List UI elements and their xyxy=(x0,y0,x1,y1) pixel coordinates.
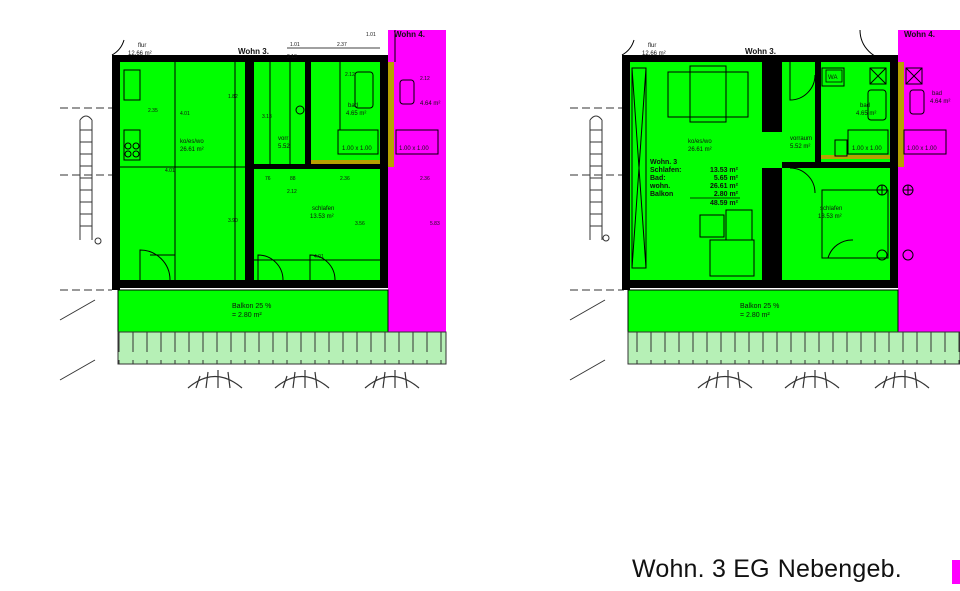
right-window-1-label: 1.00 x 1.00 xyxy=(852,146,882,152)
right-flur-area: 12.66 m² xyxy=(642,51,666,57)
right-flur-label: flur xyxy=(648,43,656,49)
right-window-2-label: 1.00 x 1.00 xyxy=(907,146,937,152)
left-flur-area: 12.66 m² xyxy=(128,51,152,57)
left-dim-14: 76 xyxy=(265,176,271,182)
left-balkon-area: = 2.80 m² xyxy=(232,312,262,319)
left-balcony xyxy=(117,289,389,333)
caption-unit: Wohn. 3 EG xyxy=(632,555,770,583)
left-dim-8: 3.13 xyxy=(262,114,272,120)
right-window-2: 1.00 x 1.00 xyxy=(903,129,947,155)
summary-label-3: wohn. xyxy=(649,183,670,190)
right-bad-area: 4.65 m² xyxy=(856,111,876,117)
left-bad4-area: 4.64 m² xyxy=(420,101,440,107)
left-balcony-railing xyxy=(117,331,447,365)
summary-title: Wohn. 3 xyxy=(650,159,677,166)
left-bad-label: bad xyxy=(348,103,358,109)
left-dim-1: 1.01 xyxy=(290,42,300,48)
right-unit-label: Wohn 3. xyxy=(745,47,776,56)
left-balkon-label: Balkon 25 % xyxy=(232,303,271,310)
right-schlafen-area: 13.53 m² xyxy=(818,214,842,220)
right-kitchen-area: 26.61 m² xyxy=(688,147,712,153)
right-window-1: 1.00 x 1.00 xyxy=(847,129,889,155)
left-unit-label: Wohn 3. xyxy=(238,47,269,56)
left-dim-6: 4.01 xyxy=(180,111,190,117)
right-vorraum-area: 5.52 m² xyxy=(790,144,810,150)
left-schlafen-label: schlafen xyxy=(312,206,334,212)
right-floor-plan: WA 1.00 x 1.00 1.00 x 1.00 flur 12.66 m²… xyxy=(569,29,960,389)
summary-value-1: 13.53 m² xyxy=(710,167,739,174)
right-balkon-area: = 2.80 m² xyxy=(740,312,770,319)
left-window-1-label: 1.00 x 1.00 xyxy=(342,146,372,152)
left-window-2: 1.00 x 1.00 xyxy=(395,129,439,155)
right-balcony-railing xyxy=(627,331,960,365)
left-flur-label: flur xyxy=(138,43,146,49)
right-balcony xyxy=(627,289,899,333)
left-dim-10: 3.90 xyxy=(228,218,238,224)
caption-building: Nebengeb. xyxy=(777,555,902,583)
left-vorraum-area: 5.52 xyxy=(278,144,290,150)
summary-value-4: 2.80 m² xyxy=(714,191,739,198)
left-neighbor-label: Wohn 4. xyxy=(394,30,425,39)
right-staircase xyxy=(569,107,624,381)
left-dim-13: 2.36 xyxy=(420,176,430,182)
right-schlafen-label: schlafen xyxy=(820,206,842,212)
right-vorraum-label: vorraum xyxy=(790,136,812,142)
left-staircase xyxy=(59,107,112,381)
left-kitchen-label: ko/es/wo xyxy=(180,139,204,145)
left-dim-17: 3.56 xyxy=(355,221,365,227)
summary-value-3: 26.61 m² xyxy=(710,183,739,190)
left-dim-11: 4.01 xyxy=(314,254,324,260)
summary-label-4: Balkon xyxy=(650,191,673,198)
left-bad-area: 4.65 m² xyxy=(346,111,366,117)
left-window-2-label: 1.00 x 1.00 xyxy=(399,146,429,152)
left-schlafen-area: 13.53 m² xyxy=(310,214,334,220)
left-dim-4: 2.12 xyxy=(345,72,355,78)
left-vorraum-label: vorr xyxy=(278,136,288,142)
area-summary: Wohn. 3 Schlafen: 13.53 m² Bad: 5.65 m² … xyxy=(649,159,740,207)
summary-label-2: Bad: xyxy=(650,175,666,182)
summary-total: 48.59 m² xyxy=(710,200,739,207)
right-wa-label: WA xyxy=(828,75,837,81)
left-dim-15: 88 xyxy=(290,176,296,182)
right-wa-icon: WA xyxy=(825,69,843,83)
summary-value-2: 5.65 m² xyxy=(714,175,739,182)
left-dim-7: 1.82 xyxy=(228,94,238,100)
left-dim-3: 2.13 xyxy=(287,54,297,60)
left-kitchen-area: 26.61 m² xyxy=(180,147,204,153)
left-dim-18: 4.01 xyxy=(165,168,175,174)
right-bad4-area: 4.64 m² xyxy=(930,99,950,105)
left-dim-5: 2.12 xyxy=(420,76,430,82)
left-neighbor-fill xyxy=(388,30,446,282)
left-dim-9: 2.35 xyxy=(148,108,158,114)
left-dim-16: 2.12 xyxy=(287,189,297,195)
right-bad4-label: bad xyxy=(932,91,942,97)
left-dim-12: 2.36 xyxy=(340,176,350,182)
left-dim-20: 5.83 xyxy=(430,221,440,227)
right-neighbor-label: Wohn 4. xyxy=(904,30,935,39)
summary-label-1: Schlafen: xyxy=(650,167,682,174)
caption-color-marker xyxy=(952,560,960,584)
left-dim-2: 2.37 xyxy=(337,42,347,48)
left-window-1: 1.00 x 1.00 xyxy=(337,129,379,155)
right-bad-label: bad xyxy=(860,103,870,109)
left-dim-19: 1.01 xyxy=(366,32,376,38)
left-floor-plan: 1.00 x 1.00 1.00 x 1.00 flur 12.66 m² Wo… xyxy=(59,30,447,389)
right-balkon-label: Balkon 25 % xyxy=(740,303,779,310)
right-kitchen-label: ko/es/wo xyxy=(688,139,712,145)
